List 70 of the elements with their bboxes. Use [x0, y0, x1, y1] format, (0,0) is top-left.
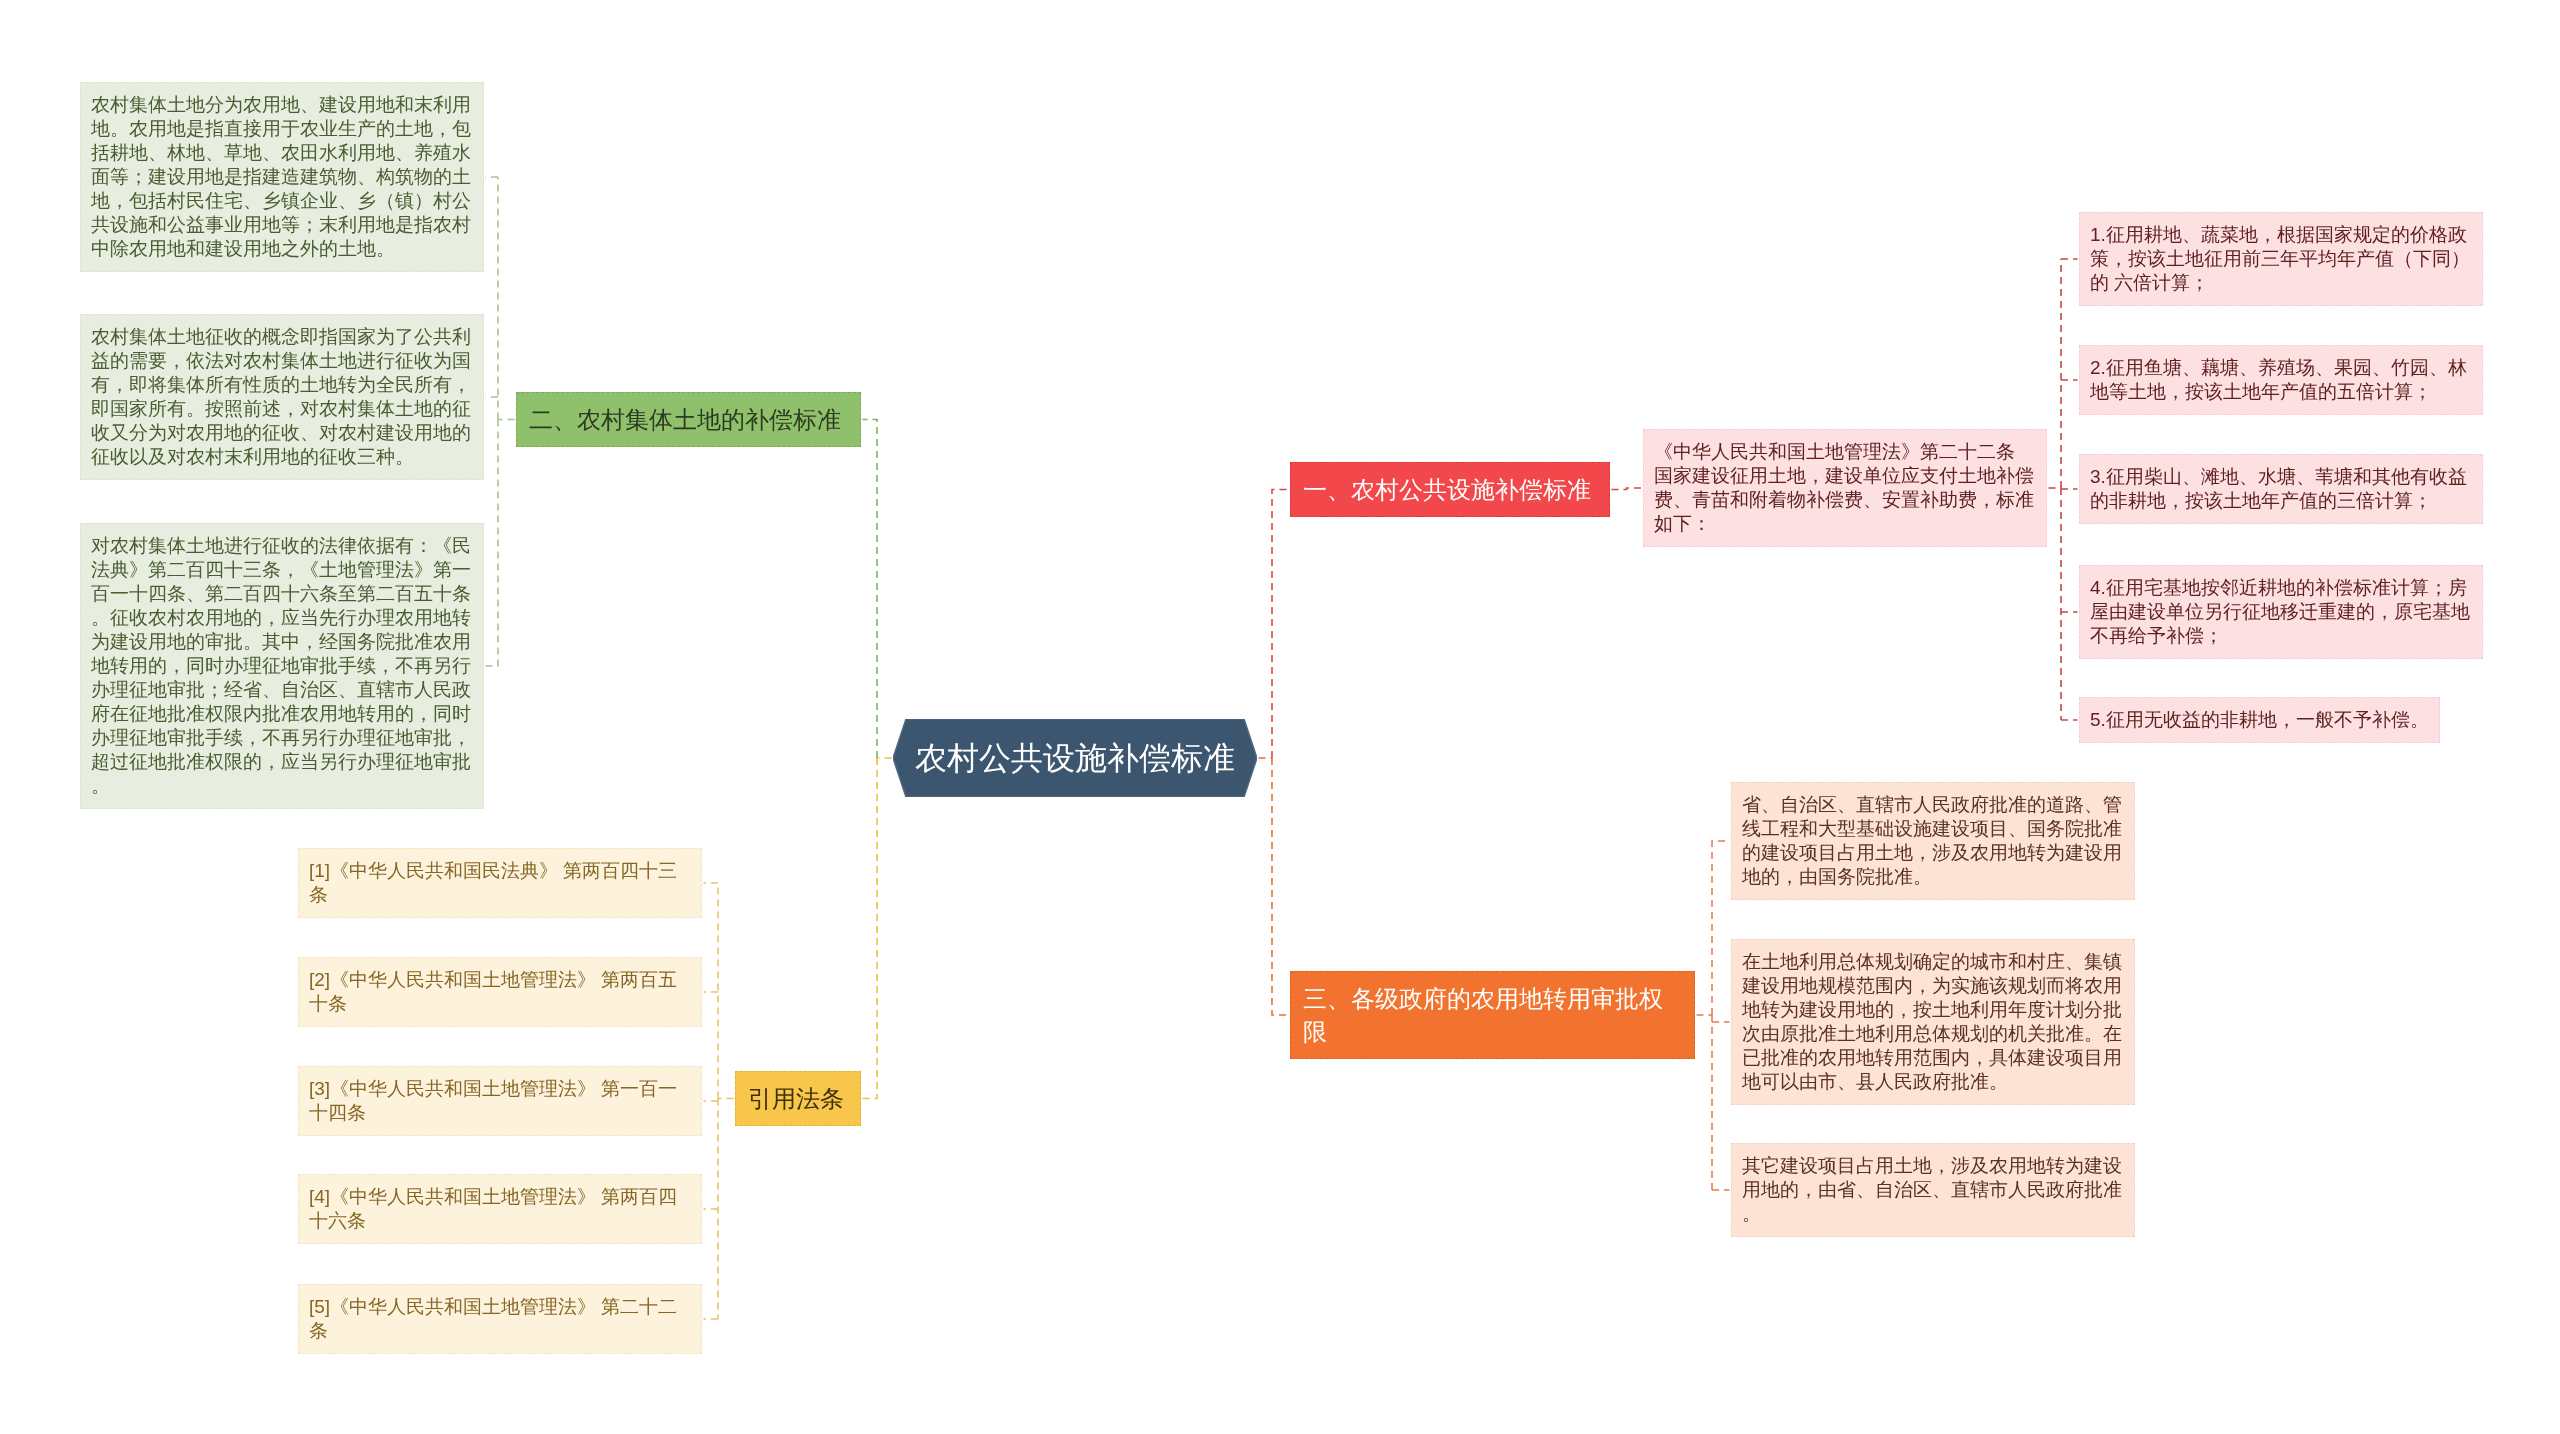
connector-line [702, 1318, 719, 1320]
branch-topic [516, 392, 861, 447]
note-text: 5.征用无收益的非耕地，一般不予补偿。 [2090, 708, 2429, 732]
note-card [2079, 212, 2483, 306]
note-card [2079, 454, 2483, 524]
note-text: 3.征用柴山、滩地、水塘、苇塘和其他有收益的非耕地，按该土地年产值的三倍计算； [2090, 465, 2468, 513]
branch-topic [735, 1071, 861, 1126]
note-text: 省、自治区、直辖市人民政府批准的道路、管线工程和大型基础设施建设项目、国务院批准的建设项目占用土地，涉及农用地转为建设用地的，由国务院批准。 [1742, 793, 2123, 889]
branch-topic [1290, 462, 1610, 517]
connector-line [1711, 1014, 1713, 1191]
note-text: 2.征用鱼塘、藕塘、养殖场、果园、竹园、林地等土地，按该土地年产值的五倍计算； [2090, 356, 2468, 404]
note-text: 对农村集体土地进行征收的法律依据有：《民法典》第二百四十三条，《土地管理法》第一百一十四条、第二百四十六条至第二百五十条。征收农村农用地的，应当先行办理农用地转为建设用地的审批。其中，经国务院批准农用地转用的，同时办理征地审批手续，不再另行办理征地审批；经省、自治区、直辖市人民政府在征地批准权限内批准农用地转用的，同时办理征地审批手续，不再另行办理征地审批，超过征地批准权限的，应当另行办理征地审批。 [91, 534, 472, 798]
note-card [2079, 697, 2440, 743]
connector-line [702, 882, 719, 884]
reference-card [298, 1284, 702, 1354]
reference-card [298, 1066, 702, 1136]
note-card [1731, 782, 2135, 900]
connector-line [702, 1100, 719, 1102]
connector-line [876, 757, 893, 759]
reference-card [298, 848, 702, 918]
connector-line [2060, 488, 2079, 490]
connector-line [2060, 611, 2079, 613]
note-text: 4.征用宅基地按邻近耕地的补偿标准计算；房屋由建设单位另行征地移迁重建的，原宅基地不再给予补偿； [2090, 576, 2471, 648]
connector-line [497, 176, 499, 421]
note-text: 在土地利用总体规划确定的城市和村庄、集镇建设用地规模范围内，为实施该规划而将农用地转为建设用地的，按土地利用年度计划分批次由原批准土地利用总体规划的机关批准。在已批准的农用地转用范围内，具体建设项目用地可以由市、县人民政府批准。 [1742, 950, 2123, 1094]
reference-card [298, 957, 702, 1027]
reference-text: [5]《中华人民共和国土地管理法》 第二十二条 [309, 1295, 679, 1343]
note-text: 农村集体土地征收的概念即指国家为了公共利益的需要，依法对农村集体土地进行征收为国有，即将集体所有性质的土地转为全民所有，即国家所有。按照前述，对农村集体土地的征收又分为对农用地的征收、对农村建设用地的征收以及对农村末利用地的征收三种。 [91, 325, 472, 469]
reference-text: [3]《中华人民共和国土地管理法》 第一百一十四条 [309, 1077, 679, 1125]
connector-line [484, 418, 499, 667]
law-citation: 《中华人民共和国土地管理法》第二十二条 [1654, 440, 2016, 464]
note-text: 国家建设征用土地，建设单位应支付土地补偿费、青苗和附着物补偿费、安置补助费，标准如下： [1654, 464, 2035, 536]
topic-label: 引用法条 [748, 1084, 845, 1114]
connector-line [2060, 487, 2062, 721]
note-text: 1.征用耕地、蔬菜地，根据国家规定的价格政策，按该土地征用前三年平均年产值（下同）的 六倍计算； [2090, 223, 2471, 295]
connector-line [497, 418, 516, 421]
connector-line [1271, 488, 1290, 759]
reference-card [298, 1174, 702, 1244]
note-card [1731, 1143, 2135, 1237]
note-card [1643, 429, 2047, 547]
central-topic [893, 719, 1257, 797]
note-text: 农村集体土地分为农用地、建设用地和末利用地。农用地是指直接用于农业生产的土地，包括耕地、林地、草地、农田水利用地、养殖水面等；建设用地是指建造建筑物、构筑物的土地，包括村民住宅、乡镇企业、乡（镇）村公共设施和公益事业用地等；末利用地是指农村中除农用地和建设用地之外的土地。 [91, 93, 472, 261]
topic-label: 一、农村公共设施补偿标准 [1303, 475, 1592, 505]
note-card [80, 82, 484, 272]
connector-line [2060, 258, 2079, 260]
note-text: 其它建设项目占用土地，涉及农用地转为建设用地的，由省、自治区、直辖市人民政府批准。 [1742, 1154, 2123, 1226]
connector-line [2060, 379, 2079, 381]
connector-line [861, 418, 878, 759]
note-card [2079, 345, 2483, 415]
reference-text: [4]《中华人民共和国土地管理法》 第两百四十六条 [309, 1185, 679, 1233]
connector-line [1695, 1014, 1713, 1016]
note-card [80, 314, 484, 480]
topic-label: 三、各级政府的农用地转用审批权限 [1303, 984, 1664, 1047]
topic-title: 农村公共设施补偿标准 [915, 739, 1235, 778]
note-card [1731, 939, 2135, 1105]
branch-topic [1290, 971, 1695, 1059]
connector-line [1610, 487, 1643, 491]
connector-line [717, 1097, 735, 1100]
connector-line [702, 991, 719, 993]
connector-line [861, 757, 878, 1100]
connector-line [717, 1097, 719, 1320]
connector-line [2060, 719, 2079, 721]
note-card [2079, 565, 2483, 659]
connector-line [1711, 1189, 1731, 1191]
connector-line [702, 1208, 719, 1210]
topic-label: 二、农村集体土地的补偿标准 [529, 405, 842, 435]
connector-line [1711, 1021, 1731, 1023]
reference-text: [2]《中华人民共和国土地管理法》 第两百五十条 [309, 968, 679, 1016]
connector-line [2060, 258, 2062, 489]
reference-text: [1]《中华人民共和国民法典》 第两百四十三条 [309, 859, 679, 907]
